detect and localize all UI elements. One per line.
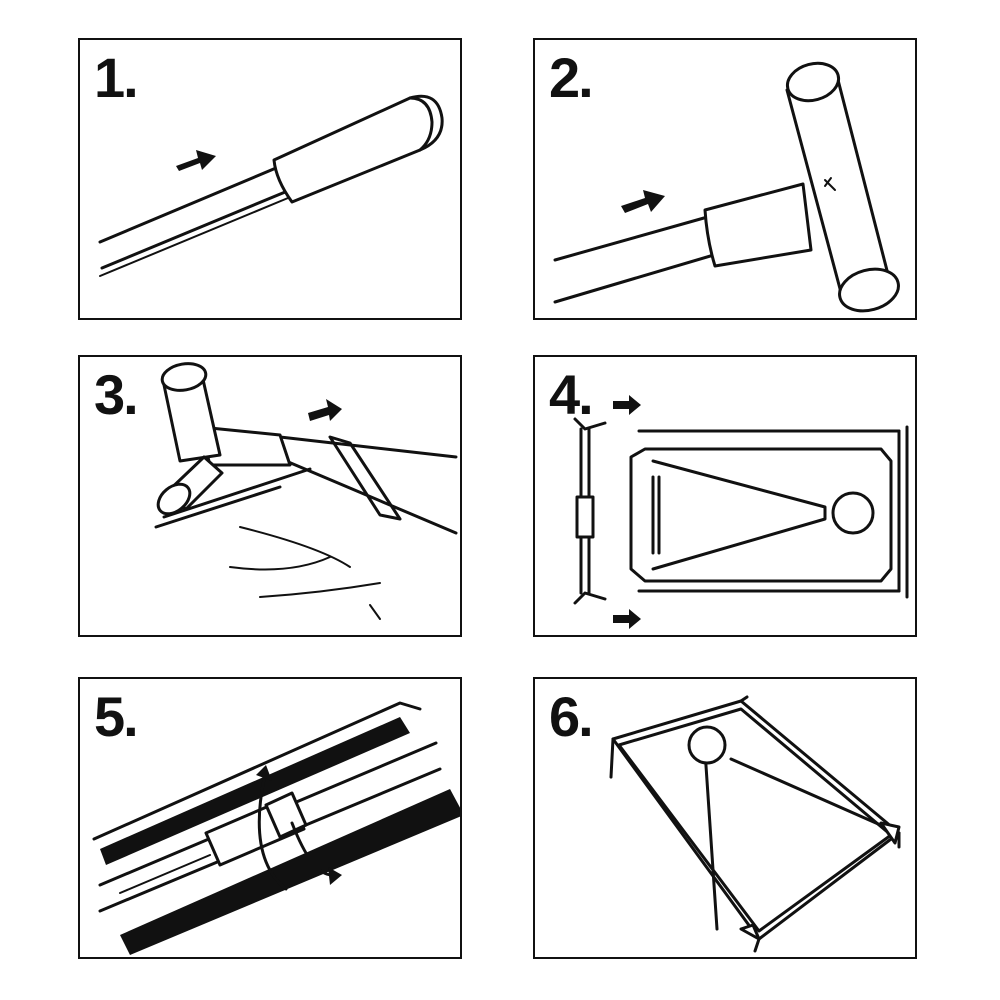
frame [629, 425, 909, 599]
step-number: 6. [549, 685, 594, 748]
step-number: 2. [549, 46, 594, 109]
step-4-illustration [573, 395, 909, 629]
tube [98, 166, 292, 277]
step-1-illustration [98, 94, 444, 277]
step-panel-4: 4. [533, 355, 917, 637]
step-number: 1. [94, 46, 139, 109]
step-6-illustration [609, 695, 901, 953]
step-2-illustration [553, 61, 900, 313]
fabric-band [92, 701, 460, 955]
step-number: 3. [94, 363, 139, 426]
step-panel-3: 3. [78, 355, 462, 637]
pipe-connector-icon [272, 94, 444, 204]
arrow-right-icon [308, 399, 342, 421]
side-tube [573, 417, 607, 605]
tee-connector-icon [703, 61, 900, 313]
tee-connector-icon [156, 362, 292, 516]
step-number: 4. [549, 363, 594, 426]
step-3-illustration [154, 362, 458, 620]
step-panel-6: 6. [533, 677, 917, 959]
pipe-connector-icon [204, 791, 308, 867]
board-frame [609, 695, 901, 953]
step-panel-5: 5. [78, 677, 462, 959]
tube [553, 214, 719, 304]
step-panel-1: 1. [78, 38, 462, 320]
arrow-right-icon [613, 609, 641, 629]
step-5-illustration [92, 701, 460, 955]
fabric-sleeve [154, 435, 458, 620]
arrow-right-icon [613, 395, 641, 415]
step-panel-2: 2. [533, 38, 917, 320]
arrow-right-icon [621, 190, 665, 213]
arrow-right-icon [176, 150, 216, 171]
step-number: 5. [94, 685, 139, 748]
rotate-arrow-icon [256, 765, 342, 891]
